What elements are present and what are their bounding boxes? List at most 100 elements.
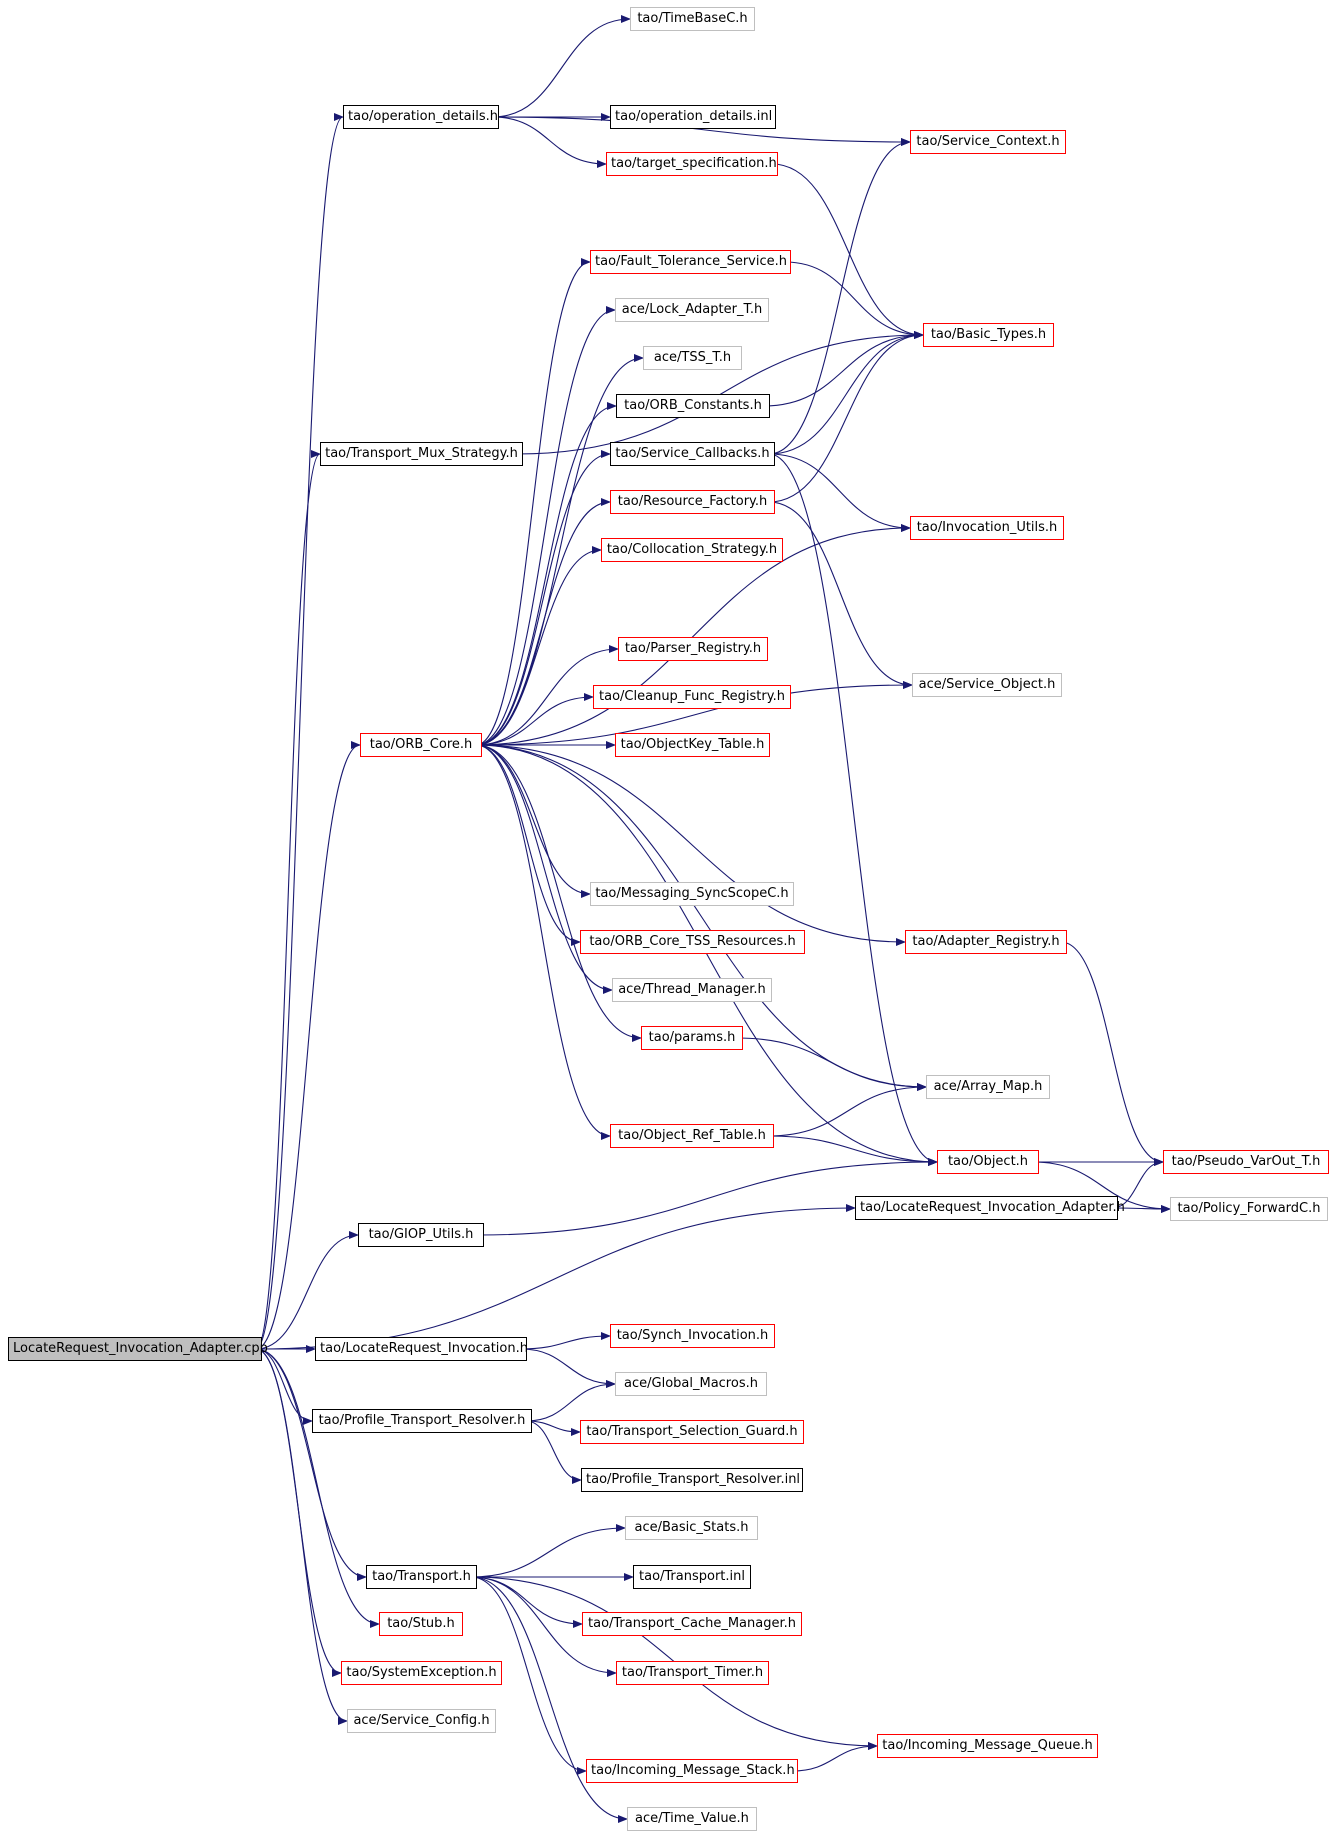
node-orb-core-tss-resources-h[interactable]: tao/ORB_Core_TSS_Resources.h xyxy=(580,930,805,954)
node-global-macros-h[interactable]: ace/Global_Macros.h xyxy=(615,1372,767,1396)
edge-opdet-to-tgtspec xyxy=(492,116,607,168)
edge-ptr-to-globmac xyxy=(525,1380,616,1422)
edge-transport-to-ttimer xyxy=(470,1576,617,1677)
node-collocation-strategy-h[interactable]: tao/Collocation_Strategy.h xyxy=(601,538,783,562)
node-transport-selection-guard-h[interactable]: tao/Transport_Selection_Guard.h xyxy=(580,1420,804,1444)
edge-orbcore-to-tssres xyxy=(475,744,581,946)
node-profile-transport-resolver-inl[interactable]: tao/Profile_Transport_Resolver.inl xyxy=(581,1468,803,1492)
edge-orbcore-to-resfac xyxy=(475,498,611,746)
edge-resfac-to-basictypes xyxy=(768,331,924,503)
edge-ins-to-inq xyxy=(791,1742,878,1772)
node-policy-forwardc-h[interactable]: tao/Policy_ForwardC.h xyxy=(1170,1197,1328,1221)
node-thread-manager-h[interactable]: ace/Thread_Manager.h xyxy=(612,978,772,1002)
node-service-callbacks-h[interactable]: tao/Service_Callbacks.h xyxy=(610,442,775,466)
edge-lri-to-globmac xyxy=(520,1348,616,1388)
edge-root-to-opdet xyxy=(255,113,344,1350)
edge-orbcore-to-svccb xyxy=(475,450,611,746)
edge-params-to-arraymap xyxy=(736,1037,927,1091)
node-lock-adapter-t-h[interactable]: ace/Lock_Adapter_T.h xyxy=(615,298,769,322)
edge-ptr-to-tsg xyxy=(525,1420,581,1436)
node-transport-cache-manager-h[interactable]: tao/Transport_Cache_Manager.h xyxy=(582,1612,802,1636)
node-transport-mux-strategy-h[interactable]: tao/Transport_Mux_Strategy.h xyxy=(320,442,523,466)
node-locaterequest-invocation-h[interactable]: tao/LocateRequest_Invocation.h xyxy=(315,1337,528,1361)
edge-root-to-orbcore xyxy=(255,741,361,1350)
edge-orbcore-to-objref xyxy=(475,744,611,1140)
edge-transport-to-basicstats xyxy=(470,1524,626,1578)
node-object-ref-table-h[interactable]: tao/Object_Ref_Table.h xyxy=(610,1124,774,1148)
edge-opdet-to-svcctx xyxy=(492,116,911,146)
node-objectkey-table-h[interactable]: tao/ObjectKey_Table.h xyxy=(615,733,770,757)
node-giop-utils-h[interactable]: tao/GIOP_Utils.h xyxy=(358,1223,484,1247)
node-object-h[interactable]: tao/Object.h xyxy=(937,1150,1039,1174)
node-adapter-registry-h[interactable]: tao/Adapter_Registry.h xyxy=(905,930,1067,954)
edge-layer xyxy=(255,15,1171,1823)
node-operation-details-h[interactable]: tao/operation_details.h xyxy=(343,105,499,129)
node-cleanup-func-registry-h[interactable]: tao/Cleanup_Func_Registry.h xyxy=(593,685,791,709)
edge-orbcore-to-thrmgr xyxy=(475,744,613,994)
edge-objref-to-arraymap xyxy=(767,1083,927,1137)
node-params-h[interactable]: tao/params.h xyxy=(641,1026,743,1050)
edge-transport-to-tcm xyxy=(470,1576,583,1628)
edge-orbcore-to-invutils xyxy=(475,524,911,746)
edge-svccb-to-basictypes xyxy=(768,331,924,455)
node-service-config-h[interactable]: ace/Service_Config.h xyxy=(347,1709,496,1733)
edge-svccb-to-object xyxy=(768,453,938,1166)
node-resource-factory-h[interactable]: tao/Resource_Factory.h xyxy=(610,490,775,514)
edge-tgtspec-to-basictypes xyxy=(771,163,924,339)
node-locaterequest-invocation-adapter-h[interactable]: tao/LocateRequest_Invocation_Adapter.h xyxy=(855,1196,1125,1220)
edge-orbcore-to-svcobj xyxy=(475,681,913,746)
edge-orbconst-to-basictypes xyxy=(763,331,924,407)
node-profile-transport-resolver-h[interactable]: tao/Profile_Transport_Resolver.h xyxy=(312,1409,532,1433)
node-transport-h[interactable]: tao/Transport.h xyxy=(366,1565,477,1589)
node-systemexception-h[interactable]: tao/SystemException.h xyxy=(341,1661,502,1685)
edge-root-to-svccfg xyxy=(255,1348,348,1725)
node-orb-constants-h[interactable]: tao/ORB_Constants.h xyxy=(616,394,770,418)
node-operation-details-inl[interactable]: tao/operation_details.inl xyxy=(610,105,776,129)
node-service-object-h[interactable]: ace/Service_Object.h xyxy=(912,673,1062,697)
edge-orbcore-to-adreg xyxy=(475,744,906,946)
edge-ftsvc-to-basictypes xyxy=(784,261,924,339)
edge-orbcore-to-colloc xyxy=(475,546,602,746)
node-transport-timer-h[interactable]: tao/Transport_Timer.h xyxy=(616,1661,769,1685)
edge-resfac-to-svcobj xyxy=(768,501,913,689)
node-incoming-message-stack-h[interactable]: tao/Incoming_Message_Stack.h xyxy=(586,1759,798,1783)
node-service-context-h[interactable]: tao/Service_Context.h xyxy=(910,130,1066,154)
edge-svccb-to-invutils xyxy=(768,453,911,532)
node-timebasec-h[interactable]: tao/TimeBaseC.h xyxy=(630,7,755,31)
node-basic-types-h[interactable]: tao/Basic_Types.h xyxy=(923,323,1054,347)
edge-lria_h-to-policyfwd xyxy=(1111,1204,1171,1213)
node-fault-tolerance-service-h[interactable]: tao/Fault_Tolerance_Service.h xyxy=(590,250,791,274)
node-transport-inl[interactable]: tao/Transport.inl xyxy=(633,1565,751,1589)
edge-giop-to-object xyxy=(477,1158,938,1236)
node-tss-t-h[interactable]: ace/TSS_T.h xyxy=(643,346,742,370)
edge-opdet-to-timebase xyxy=(492,15,631,118)
edge-orbcore-to-ftsvc xyxy=(475,258,591,746)
node-array-map-h[interactable]: ace/Array_Map.h xyxy=(926,1075,1050,1099)
edge-root-to-stub xyxy=(255,1348,380,1628)
node-incoming-message-queue-h[interactable]: tao/Incoming_Message_Queue.h xyxy=(877,1734,1098,1758)
node-invocation-utils-h[interactable]: tao/Invocation_Utils.h xyxy=(910,516,1064,540)
node-target-specification-h[interactable]: tao/target_specification.h xyxy=(606,152,778,176)
edge-svccb-to-svcctx xyxy=(768,138,911,455)
edge-object-to-policyfwd xyxy=(1032,1161,1171,1213)
edge-orbcore-to-cleanup xyxy=(475,693,594,746)
node-pseudo-varout-t-h[interactable]: tao/Pseudo_VarOut_T.h xyxy=(1163,1150,1329,1174)
edge-objref-to-object xyxy=(767,1135,938,1166)
node-messaging-syncscopec-h[interactable]: tao/Messaging_SyncScopeC.h xyxy=(590,882,794,906)
edge-lri-to-synch xyxy=(520,1332,611,1350)
node-parser-registry-h[interactable]: tao/Parser_Registry.h xyxy=(618,637,768,661)
edge-orbcore-to-parser xyxy=(475,645,619,746)
edge-orbcore-to-msgsync xyxy=(475,744,591,898)
edge-ptr-to-ptrinl xyxy=(525,1420,582,1484)
edge-transport-to-ins xyxy=(470,1576,587,1775)
edge-orbcore-to-params xyxy=(475,744,642,1042)
edge-root-to-giop xyxy=(255,1231,359,1350)
edge-transport-to-timeval xyxy=(470,1576,628,1823)
node-basic-stats-h[interactable]: ace/Basic_Stats.h xyxy=(625,1516,758,1540)
node-time-value-h[interactable]: ace/Time_Value.h xyxy=(627,1807,757,1831)
edge-adreg-to-pseudo xyxy=(1060,941,1164,1166)
node-orb-core-h[interactable]: tao/ORB_Core.h xyxy=(360,733,482,757)
node-synch-invocation-h[interactable]: tao/Synch_Invocation.h xyxy=(610,1324,775,1348)
node-stub-h[interactable]: tao/Stub.h xyxy=(379,1612,463,1636)
